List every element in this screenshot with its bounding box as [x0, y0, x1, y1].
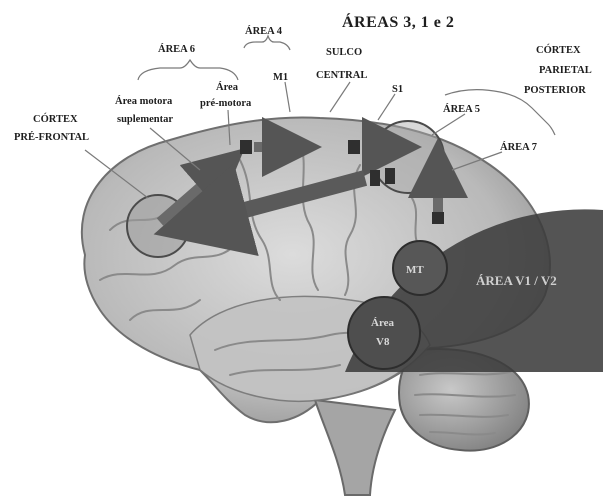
leader-m1 — [285, 82, 290, 112]
label-area-4: ÁREA 4 — [245, 25, 283, 37]
label-supp-motor-line2: suplementar — [117, 114, 173, 125]
arrow-visual-block — [432, 212, 444, 224]
label-areas-3-1-2: ÁREAS 3, 1 e 2 — [342, 12, 454, 31]
label-cortex-parietal-line3: POSTERIOR — [524, 85, 586, 96]
brace-area-6 — [138, 60, 238, 80]
label-m1: M1 — [273, 72, 288, 83]
brain-stem — [315, 400, 395, 495]
label-area-7: ÁREA 7 — [500, 141, 537, 153]
label-area-5: ÁREA 5 — [443, 103, 480, 115]
v8-region — [348, 297, 420, 369]
arrow-posterior-block — [370, 170, 380, 186]
label-premotor-line1: Área — [216, 81, 239, 93]
leader-area5 — [432, 114, 465, 135]
label-sulco-central-line2: CENTRAL — [316, 70, 367, 81]
label-s1: S1 — [392, 84, 403, 95]
leader-s1 — [378, 94, 395, 120]
label-area-v1-v2: ÁREA V1 / V2 — [476, 273, 557, 288]
brace-area-4 — [244, 36, 290, 50]
label-mt: MT — [406, 264, 424, 276]
label-cortex-parietal-line2: PARIETAL — [539, 65, 592, 76]
label-area-6: ÁREA 6 — [158, 43, 195, 55]
label-premotor-line2: pré-motora — [200, 98, 252, 109]
label-area-v8-line2: V8 — [376, 336, 390, 348]
label-sulco-central-line1: SULCO — [326, 47, 362, 58]
label-cortex-parietal-line1: CÓRTEX — [536, 44, 581, 56]
arrow-posterior-block-2 — [385, 168, 395, 184]
leader-sulco — [330, 82, 350, 112]
arrow-s1-block — [348, 140, 360, 154]
label-area-v8-line1: Área — [371, 317, 395, 329]
arrow-premotor-block — [240, 140, 252, 154]
label-cortex-prefrontal-line2: PRÉ-FRONTAL — [14, 131, 89, 143]
label-cortex-prefrontal-line1: CÓRTEX — [33, 113, 78, 125]
label-supp-motor-line1: Área motora — [115, 95, 173, 107]
